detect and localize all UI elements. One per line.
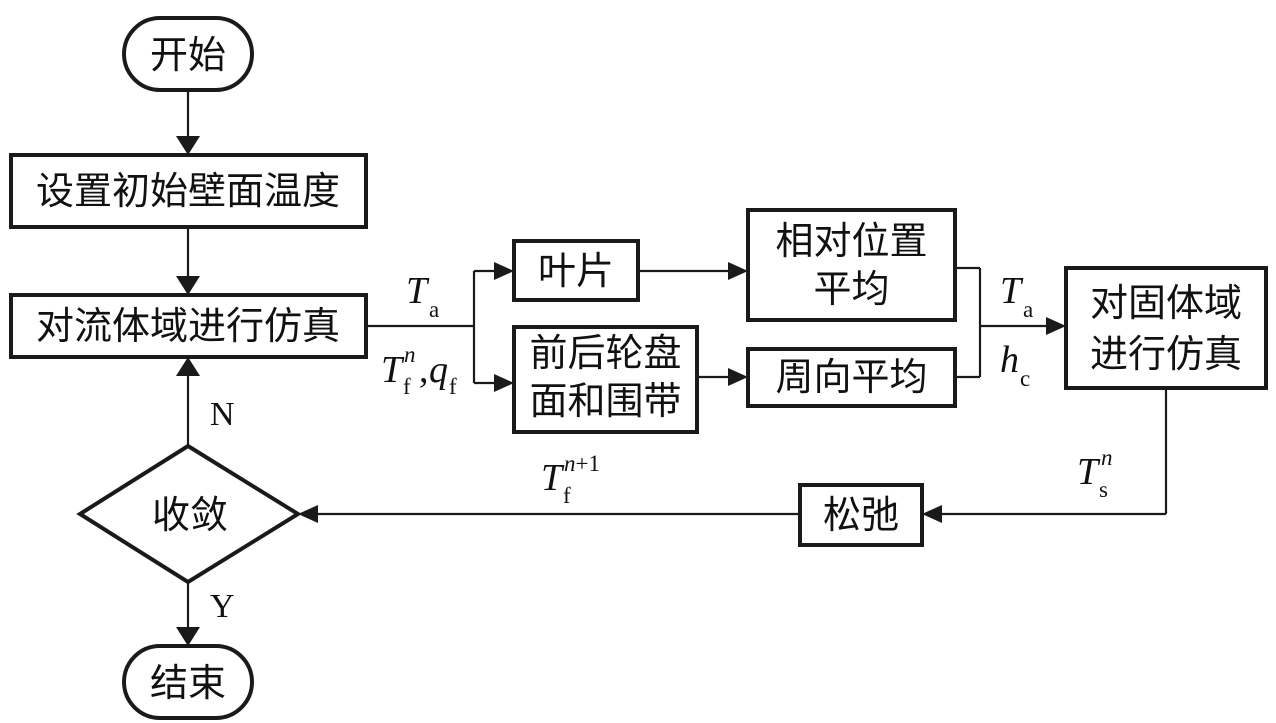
- converge-diamond: [76, 443, 302, 585]
- solid-sim-node: 对固体域 进行仿真: [1064, 266, 1268, 390]
- tfn-sup: n: [404, 342, 416, 367]
- relax-label: 松弛: [823, 493, 899, 537]
- tsn-sup: n: [1101, 445, 1113, 470]
- arrowhead: [728, 262, 748, 280]
- end-label: 结束: [150, 661, 226, 705]
- init-wall-temp-label: 设置初始壁面温度: [36, 169, 340, 213]
- arrowhead: [298, 505, 318, 523]
- tfn1-label: T n+1 f: [541, 451, 600, 508]
- comma-separator: ,: [419, 349, 429, 391]
- ta-left-sub: a: [429, 297, 439, 322]
- arrowhead: [176, 357, 200, 376]
- relative-position-average-line2: 平均: [813, 267, 889, 311]
- ta-label-left: T a: [406, 270, 439, 322]
- ta-label-right: T a: [1000, 270, 1033, 322]
- start-label: 开始: [150, 33, 226, 77]
- fluid-sim-node: 对流体域进行仿真: [9, 293, 368, 359]
- start-node: 开始: [122, 16, 254, 92]
- arrowhead: [494, 262, 514, 280]
- tfn-sub: f: [403, 374, 411, 399]
- arrowhead: [728, 368, 748, 386]
- hc-base: h: [1000, 339, 1019, 381]
- disk-shroud-node: 前后轮盘 面和围带: [512, 325, 699, 434]
- converge-decision: 收敛: [76, 443, 302, 585]
- solid-sim-box: [1064, 266, 1268, 390]
- hc-label: h c: [1000, 339, 1030, 391]
- start-terminator: [122, 16, 254, 92]
- qf-base: q: [429, 349, 448, 391]
- blade-node: 叶片: [512, 239, 640, 302]
- tfn-qf-label: T n f , q f: [381, 342, 457, 399]
- relax-node: 松弛: [798, 483, 924, 547]
- relax-box: [798, 483, 924, 547]
- arrowhead: [1046, 317, 1066, 335]
- relative-position-average-line1: 相对位置: [775, 219, 927, 263]
- disk-shroud-label-line1: 前后轮盘: [529, 331, 681, 375]
- ta-right-sub: a: [1023, 297, 1033, 322]
- fluid-sim-label: 对流体域进行仿真: [36, 304, 340, 348]
- hc-sub: c: [1020, 366, 1030, 391]
- tsn-base: T: [1077, 451, 1101, 493]
- ta-left-base: T: [406, 270, 430, 312]
- tfn1-sup-rest: +1: [576, 451, 600, 476]
- end-terminator: [122, 644, 254, 720]
- disk-shroud-label-line2: 面和围带: [529, 379, 681, 423]
- circumferential-average-box: [746, 347, 957, 408]
- connectors: [176, 92, 1168, 646]
- ta-right-base: T: [1000, 270, 1024, 312]
- arrowhead: [176, 627, 200, 646]
- blade-box: [512, 239, 640, 302]
- end-node: 结束: [122, 644, 254, 720]
- arrowhead: [176, 276, 200, 295]
- tsn-sub: s: [1099, 477, 1108, 502]
- yes-branch-label: Y: [210, 588, 235, 625]
- blade-label: 叶片: [538, 249, 614, 293]
- fluid-sim-box: [9, 293, 368, 359]
- circumferential-average-node: 周向平均: [746, 347, 957, 408]
- tfn-base: T: [381, 349, 405, 391]
- tfn1-sub: f: [563, 483, 571, 508]
- circumferential-average-label: 周向平均: [775, 355, 927, 399]
- solid-sim-label-line1: 对固体域: [1090, 281, 1242, 325]
- tfn1-sup: n+1: [564, 451, 600, 476]
- solid-sim-label-line2: 进行仿真: [1090, 332, 1242, 376]
- tsn-label: T n s: [1077, 445, 1113, 502]
- tfn1-sup-var: n: [564, 451, 576, 476]
- disk-shroud-box: [512, 325, 699, 434]
- converge-label: 收敛: [152, 493, 228, 537]
- arrowhead: [922, 505, 942, 523]
- relative-position-average-node: 相对位置 平均: [746, 208, 957, 322]
- init-wall-temp-box: [9, 153, 368, 229]
- tfn1-base: T: [541, 457, 565, 499]
- arrowhead: [176, 136, 200, 155]
- init-wall-temp-node: 设置初始壁面温度: [9, 153, 368, 229]
- arrowhead: [494, 374, 514, 392]
- relative-position-average-box: [746, 208, 957, 322]
- no-branch-label: N: [210, 396, 235, 433]
- qf-sub: f: [449, 374, 457, 399]
